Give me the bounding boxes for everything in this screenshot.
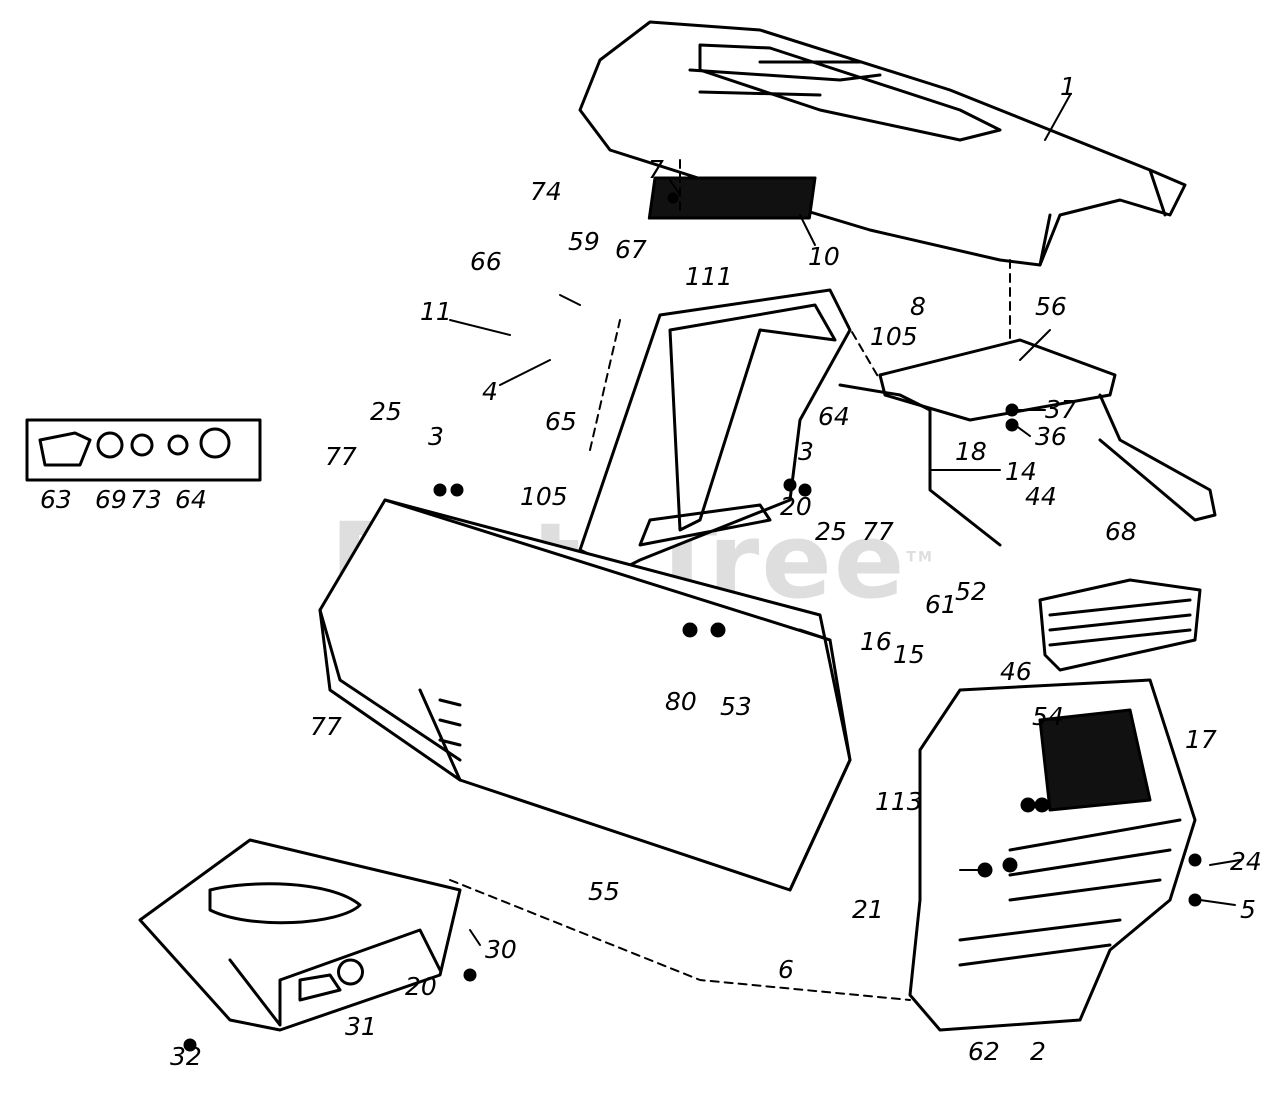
nose-grille	[908, 678, 1197, 1032]
part-label-54: 54	[1032, 702, 1064, 731]
body-panel	[318, 498, 852, 892]
part-label-74: 74	[530, 177, 562, 206]
part-label-59: 59	[568, 227, 600, 256]
part-label-64a: 64	[175, 485, 207, 514]
frame-section	[138, 838, 462, 1032]
part-label-113: 113	[875, 787, 923, 816]
part-label-56: 56	[1035, 292, 1067, 321]
part-label-66: 66	[470, 247, 502, 276]
part-label-11: 11	[420, 297, 452, 326]
part-label-77a: 77	[325, 442, 357, 471]
part-label-10: 10	[808, 242, 840, 271]
part-label-62: 62	[968, 1037, 1000, 1066]
hood-screen	[647, 176, 817, 220]
part-label-25b: 25	[815, 517, 847, 546]
inset-switch-box	[25, 418, 262, 482]
part-label-4: 4	[482, 377, 498, 406]
part-label-46: 46	[1000, 657, 1032, 686]
part-label-20b: 20	[405, 972, 437, 1001]
part-label-36: 36	[1035, 422, 1067, 451]
part-label-63: 63	[40, 485, 72, 514]
part-label-67: 67	[615, 235, 647, 264]
part-label-2: 2	[1030, 1037, 1046, 1066]
part-label-32: 32	[170, 1042, 202, 1071]
part-label-68: 68	[1105, 517, 1137, 546]
part-label-21: 21	[852, 895, 884, 924]
part-label-14: 14	[1005, 457, 1037, 486]
part-label-5: 5	[1240, 895, 1256, 924]
part-label-73: 73	[130, 485, 162, 514]
part-label-80: 80	[665, 687, 697, 716]
part-label-44: 44	[1025, 482, 1057, 511]
part-label-16: 16	[860, 627, 892, 656]
part-label-64b: 64	[818, 402, 850, 431]
hood-cover	[578, 20, 1187, 267]
part-label-61: 61	[925, 590, 957, 619]
part-label-65: 65	[545, 407, 577, 436]
part-label-69: 69	[95, 485, 127, 514]
hood-bracket	[838, 338, 1217, 547]
headlight-lens	[1038, 578, 1202, 672]
part-label-31: 31	[345, 1012, 377, 1041]
part-label-3a: 3	[428, 422, 444, 451]
part-label-105a: 105	[870, 322, 918, 351]
part-label-24: 24	[1230, 847, 1262, 876]
part-label-3b: 3	[798, 437, 814, 466]
part-label-52: 52	[955, 577, 987, 606]
part-label-25a: 25	[370, 397, 402, 426]
dash-panel	[578, 288, 852, 572]
part-label-17: 17	[1185, 725, 1217, 754]
part-label-20a: 20	[780, 492, 812, 521]
part-label-1: 1	[1060, 72, 1076, 101]
part-label-53: 53	[720, 692, 752, 721]
part-label-77b: 77	[862, 517, 894, 546]
part-label-15: 15	[893, 640, 925, 669]
part-label-6: 6	[778, 955, 794, 984]
part-label-8: 8	[910, 292, 926, 321]
part-label-55: 55	[588, 877, 620, 906]
part-label-77c: 77	[310, 712, 342, 741]
part-label-18: 18	[955, 437, 987, 466]
part-label-37: 37	[1045, 395, 1077, 424]
part-label-30: 30	[485, 935, 517, 964]
part-label-105b: 105	[520, 482, 568, 511]
part-label-7: 7	[648, 155, 664, 184]
part-label-111: 111	[685, 262, 733, 291]
